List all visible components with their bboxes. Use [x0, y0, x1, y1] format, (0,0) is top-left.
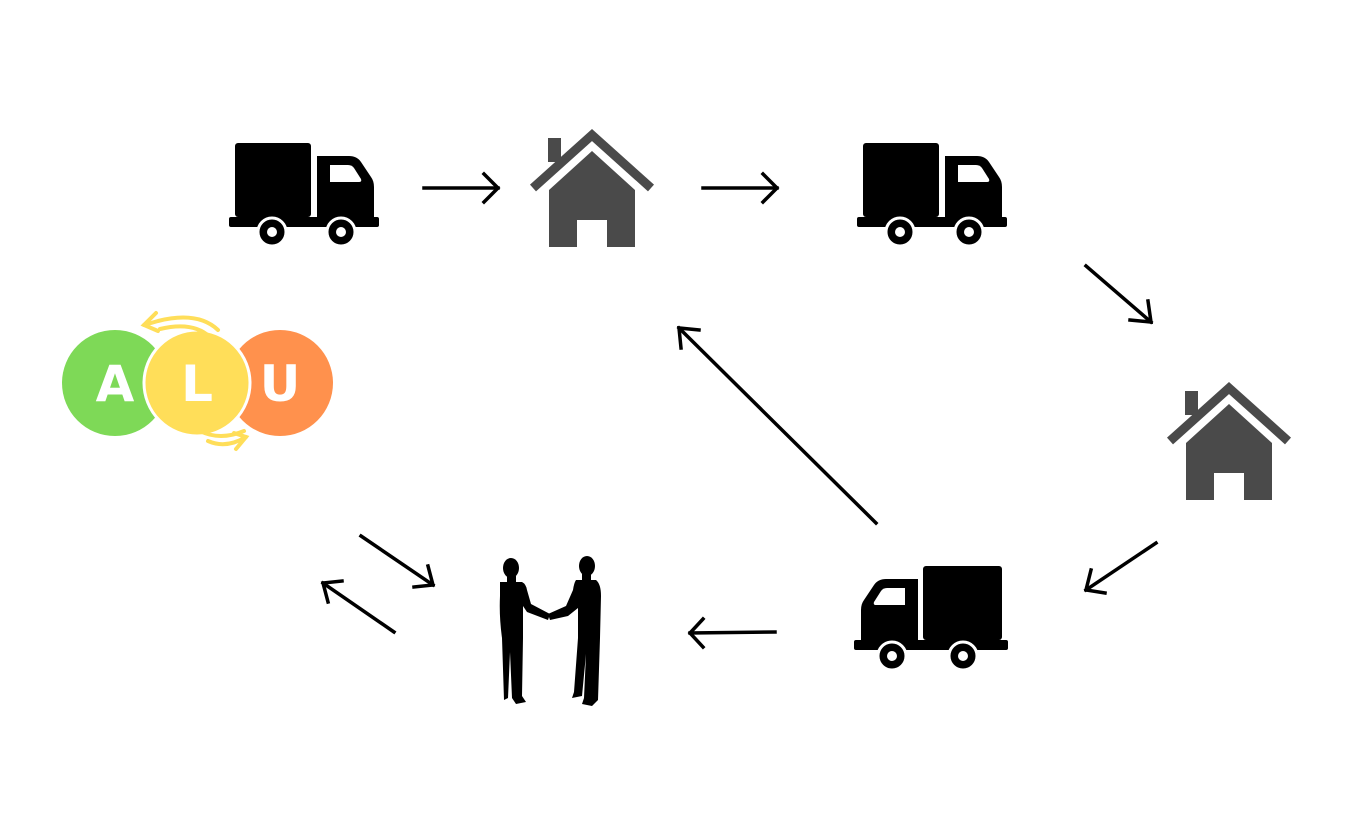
truck-icon	[852, 564, 1009, 672]
logo-circle-u	[227, 330, 333, 436]
arrow-house1-to-truck2	[701, 171, 780, 205]
house-icon	[529, 128, 655, 250]
house-icon	[1166, 381, 1292, 503]
arrow-handshake-to-logo	[320, 579, 397, 635]
arrow-logo-to-handshake	[358, 533, 436, 589]
logo-arrow-bottom-icon	[198, 429, 250, 451]
arrow-truck3-to-handshake	[687, 616, 777, 650]
truck-icon	[229, 141, 381, 248]
logo-letter-l: L	[181, 355, 213, 413]
arrow-truck2-to-house2	[1083, 263, 1154, 325]
handshake-icon	[494, 556, 606, 710]
logo-letter-a: A	[96, 355, 135, 413]
logo-circle-a	[62, 330, 168, 436]
alu-logo: A L U	[58, 303, 338, 463]
truck-icon	[857, 141, 1009, 248]
arrow-truck3-to-house1	[676, 325, 879, 526]
logo-letter-u: U	[260, 355, 301, 413]
arrow-house2-to-truck3	[1083, 540, 1159, 596]
logo-arrow-top-icon	[140, 311, 220, 339]
arrow-truck1-to-house1	[422, 171, 501, 205]
